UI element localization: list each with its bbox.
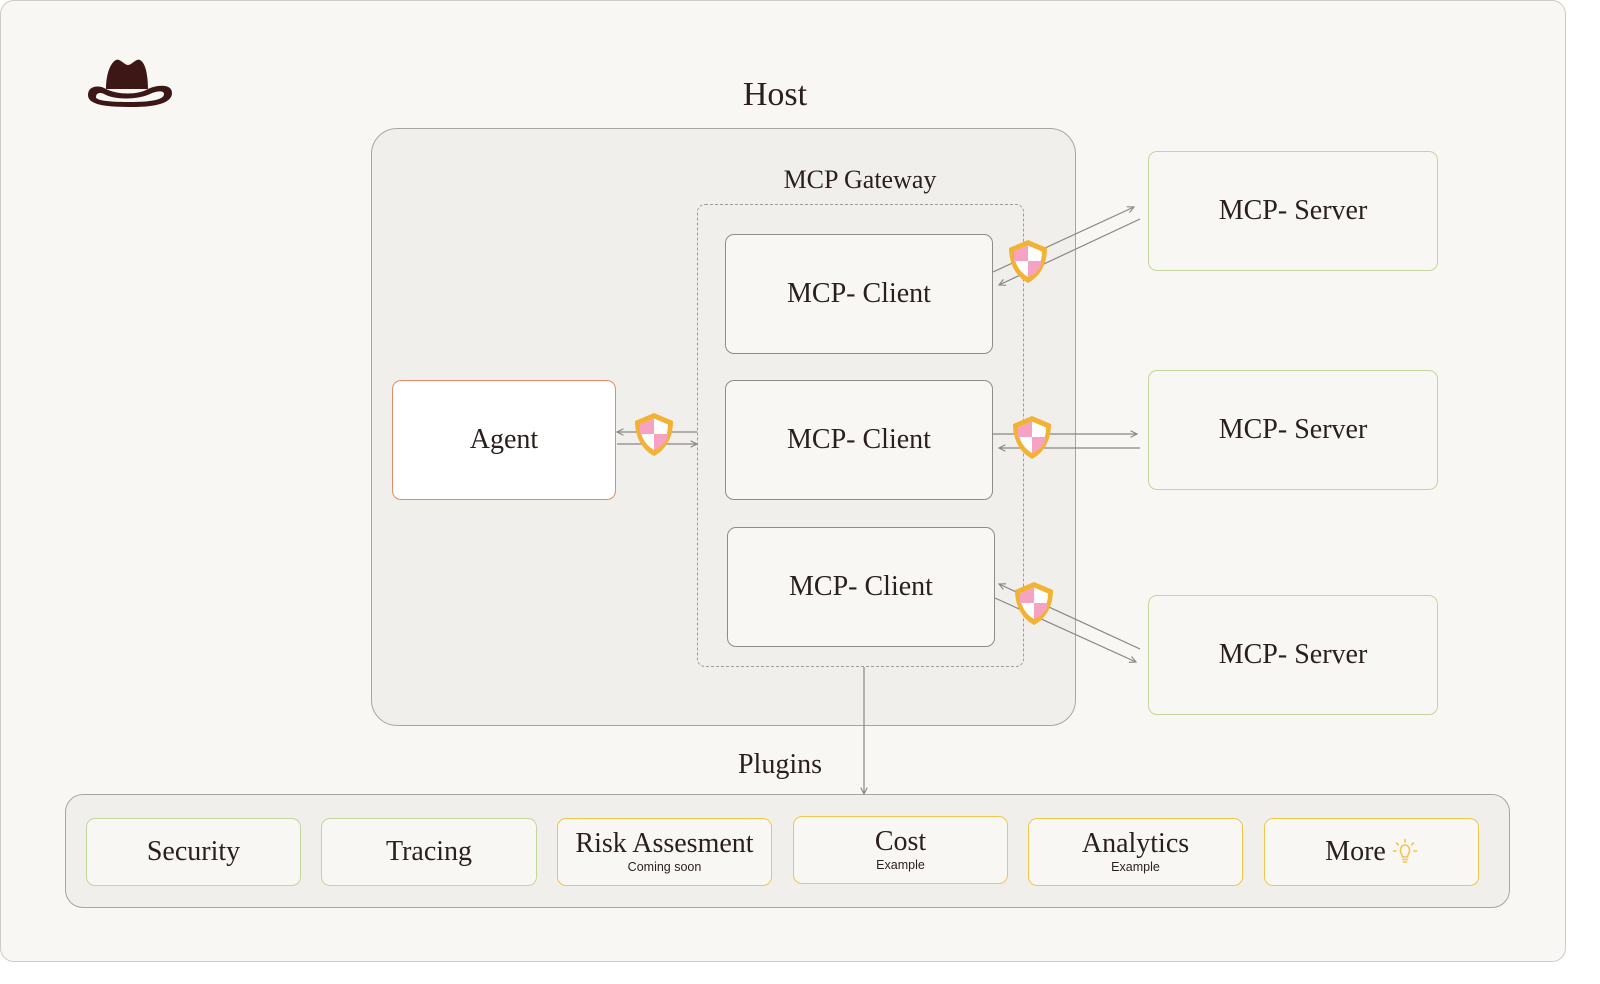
- mcp-server-node: MCP- Server: [1148, 151, 1438, 271]
- plugin-risk-assessment[interactable]: Risk Assesment Coming soon: [557, 818, 772, 886]
- plugin-label: Security: [146, 836, 241, 867]
- cowboy-hat-icon: [88, 59, 172, 107]
- plugin-sublabel: Example: [1111, 860, 1160, 874]
- mcp-client-label: MCP- Client: [787, 278, 931, 309]
- plugin-label: Tracing: [385, 836, 473, 867]
- lightbulb-icon: [1392, 838, 1418, 863]
- gateway-title: MCP Gateway: [783, 165, 937, 194]
- plugin-cost[interactable]: Cost Example: [793, 816, 1008, 884]
- mcp-client-label: MCP- Client: [787, 424, 931, 455]
- mcp-client-label: MCP- Client: [789, 571, 933, 602]
- host-title: Host: [742, 76, 808, 113]
- plugin-label: Risk Assesment: [575, 828, 754, 859]
- plugin-tracing[interactable]: Tracing: [321, 818, 537, 886]
- plugin-security[interactable]: Security: [86, 818, 301, 886]
- mcp-client-node: MCP- Client: [727, 527, 995, 647]
- mcp-client-node: MCP- Client: [725, 234, 993, 354]
- plugin-label: Analytics: [1081, 828, 1190, 859]
- plugin-sublabel: Coming soon: [627, 860, 702, 874]
- agent-label: Agent: [469, 424, 539, 455]
- mcp-server-label: MCP- Server: [1218, 414, 1368, 445]
- plugin-label: More: [1325, 836, 1386, 867]
- mcp-client-node: MCP- Client: [725, 380, 993, 500]
- agent-node: Agent: [392, 380, 616, 500]
- plugin-analytics[interactable]: Analytics Example: [1028, 818, 1243, 886]
- plugin-more[interactable]: More: [1264, 818, 1479, 886]
- mcp-server-node: MCP- Server: [1148, 595, 1438, 715]
- plugin-sublabel: Example: [876, 858, 925, 872]
- plugin-label: Cost: [874, 826, 927, 857]
- mcp-server-node: MCP- Server: [1148, 370, 1438, 490]
- mcp-server-label: MCP- Server: [1218, 195, 1368, 226]
- plugins-title: Plugins: [737, 749, 823, 780]
- mcp-server-label: MCP- Server: [1218, 639, 1368, 670]
